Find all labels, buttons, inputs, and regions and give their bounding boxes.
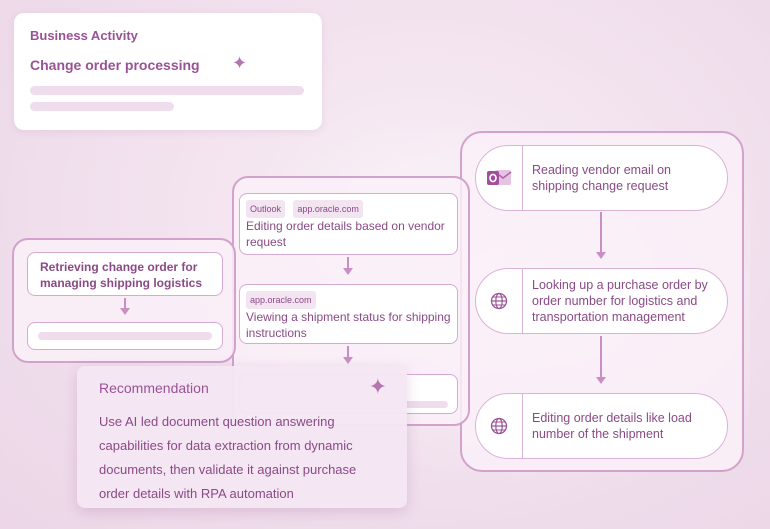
placeholder-bar bbox=[38, 332, 212, 340]
arrow-down-icon bbox=[343, 357, 353, 364]
arrow-down-icon bbox=[120, 308, 130, 315]
source-chips: app.oracle.com bbox=[246, 291, 451, 309]
outlook-chip: Outlook bbox=[246, 200, 286, 218]
outlook-icon bbox=[476, 146, 523, 210]
placeholder-bar bbox=[400, 401, 448, 408]
oracle-chip: app.oracle.com bbox=[293, 200, 363, 218]
left-step-placeholder bbox=[27, 322, 223, 350]
sparkle-icon: ✦ bbox=[368, 374, 387, 399]
arrow-connector bbox=[347, 346, 349, 357]
middle-step-text: Editing order details based on vendor re… bbox=[246, 219, 445, 249]
business-activity-subtitle: Change order processing bbox=[30, 57, 200, 73]
arrow-down-icon bbox=[596, 377, 606, 384]
left-step-text: Retrieving change order for managing shi… bbox=[40, 260, 203, 290]
right-step-text: Reading vendor email on shipping change … bbox=[532, 163, 671, 193]
left-step-retrieving-change-order[interactable]: Retrieving change order for managing shi… bbox=[27, 252, 223, 296]
recommendation-card[interactable]: Recommendation ✦ Use AI led document que… bbox=[77, 366, 407, 508]
sparkle-icon: ✦ bbox=[232, 53, 248, 73]
placeholder-bar bbox=[30, 102, 174, 111]
middle-step-text: Viewing a shipment status for shipping i… bbox=[246, 310, 451, 340]
recommendation-body: Use AI led document question answering c… bbox=[99, 414, 357, 501]
right-step-text: Editing order details like load number o… bbox=[532, 411, 692, 441]
right-step-reading-email[interactable]: Reading vendor email on shipping change … bbox=[475, 145, 728, 211]
arrow-connector bbox=[600, 212, 602, 252]
globe-icon bbox=[476, 269, 523, 333]
globe-icon bbox=[476, 394, 523, 458]
oracle-chip: app.oracle.com bbox=[246, 291, 316, 309]
arrow-down-icon bbox=[596, 252, 606, 259]
arrow-down-icon bbox=[343, 268, 353, 275]
right-step-editing-load-number[interactable]: Editing order details like load number o… bbox=[475, 393, 728, 459]
right-step-lookup-po[interactable]: Looking up a purchase order by order num… bbox=[475, 268, 728, 334]
placeholder-bar bbox=[30, 86, 304, 95]
right-step-text: Looking up a purchase order by order num… bbox=[532, 278, 708, 324]
middle-step-editing-order[interactable]: Outlook app.oracle.com Editing order det… bbox=[239, 193, 458, 255]
business-activity-title: Business Activity bbox=[30, 28, 138, 43]
arrow-connector bbox=[124, 298, 126, 308]
arrow-connector bbox=[347, 257, 349, 268]
arrow-connector bbox=[600, 336, 602, 377]
business-activity-card[interactable]: Business Activity Change order processin… bbox=[14, 13, 322, 130]
recommendation-title: Recommendation bbox=[99, 380, 209, 396]
source-chips: Outlook app.oracle.com bbox=[246, 200, 451, 218]
middle-step-viewing-shipment[interactable]: app.oracle.com Viewing a shipment status… bbox=[239, 284, 458, 344]
